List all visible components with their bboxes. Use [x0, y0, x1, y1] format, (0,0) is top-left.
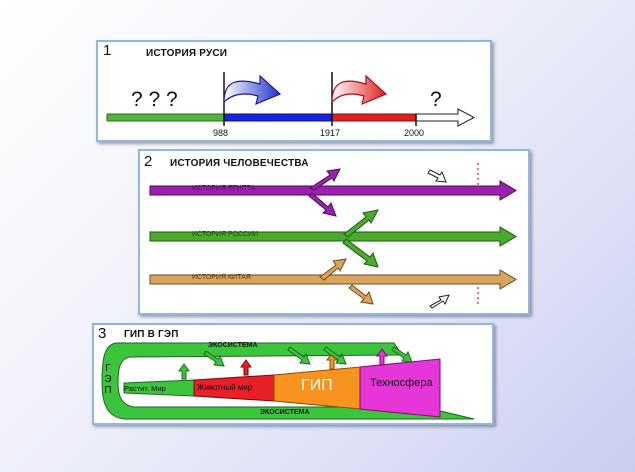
panel-history-of-humanity: 2 ИСТОРИЯ ЧЕЛОВЕЧЕСТВА ИСТОРИЯ ЕГИПТА ИС… [138, 149, 530, 315]
panel-title: ГИП В ГЭП [124, 329, 179, 340]
small-future-arrow-icon [427, 169, 447, 183]
gip-gep-diagram [101, 342, 475, 420]
down-arrow-icon [391, 346, 413, 363]
year-label-988: 988 [213, 128, 229, 138]
panel-title: ИСТОРИЯ РУСИ [146, 48, 228, 59]
rus-timeline-diagram [106, 72, 476, 127]
red-era-bar [331, 113, 417, 122]
down-arrow-icon [323, 346, 347, 365]
up-arrow-icon [376, 348, 388, 366]
blue-turn-arrow-icon [223, 74, 282, 106]
panel-history-of-rus: 1 ИСТОРИЯ РУСИ ? ? ? ? 988 1917 2000 [96, 40, 492, 142]
panel-number: 2 [144, 153, 153, 170]
panel-gip-in-gep: 3 ГИП В ГЭП ЭКОСИСТЕМА ЭКОСИСТЕМА Г Э П … [92, 323, 494, 425]
civilizations-diagram [149, 163, 517, 309]
red-turn-arrow-icon [331, 74, 388, 106]
technosphere-segment [359, 358, 441, 418]
blue-era-bar [223, 113, 333, 122]
technosphere-label: Техносфера [370, 377, 433, 389]
russia-branch-up-arrow-icon [343, 209, 379, 238]
ecosystem-top-label: ЭКОСИСТЕМА [208, 342, 258, 349]
egypt-history-arrow [149, 180, 517, 201]
down-arrow-icon [287, 346, 311, 365]
down-arrow-icon [203, 350, 225, 367]
up-arrow-icon [178, 363, 190, 380]
china-history-arrow [149, 269, 517, 290]
future-arrow-icon [415, 108, 476, 127]
russia-history-label: ИСТОРИЯ РОССИИ [192, 231, 259, 238]
up-arrow-icon [240, 359, 252, 376]
year-label-1917: 1917 [320, 128, 341, 138]
year-label-2000: 2000 [404, 128, 425, 138]
gep-vertical-label: Г Э П [104, 363, 112, 396]
panel-number: 3 [98, 325, 107, 342]
small-future-arrow-icon [429, 294, 450, 309]
animal-world-label: Животный мир [197, 383, 253, 392]
china-branch-down-arrow-icon [348, 284, 374, 305]
ecosystem-bottom-label: ЭКОСИСТЕМА [260, 409, 310, 416]
gip-label: ГИП [301, 377, 333, 394]
panel-title: ИСТОРИЯ ЧЕЛОВЕЧЕСТВА [170, 158, 309, 169]
plant-world-label: Растит. Мир [124, 384, 166, 393]
green-era-bar [106, 113, 225, 122]
russia-branch-down-arrow-icon [342, 238, 379, 268]
panel-number: 1 [103, 42, 112, 59]
egypt-history-label: ИСТОРИЯ ЕГИПТА [192, 185, 256, 192]
egypt-branch-up-arrow-icon [308, 168, 341, 191]
egypt-branch-down-arrow-icon [308, 192, 337, 217]
china-branch-up-arrow-icon [319, 258, 347, 281]
russia-history-arrow [149, 226, 517, 247]
china-history-label: ИСТОРИЯ КИТАЯ [192, 274, 251, 281]
unknown-past-question: ? ? ? [131, 88, 178, 111]
unknown-future-question: ? [430, 88, 442, 111]
